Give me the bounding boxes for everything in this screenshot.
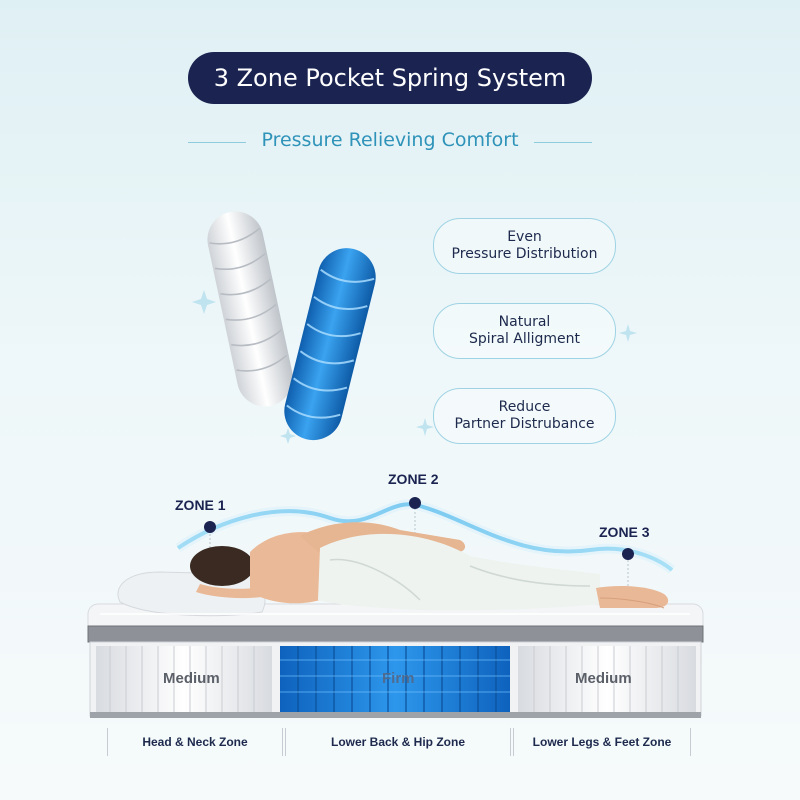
benefit-3-line1: Reduce (498, 399, 551, 415)
subtitle: Pressure Relieving Comfort (261, 129, 519, 151)
zone-area-1: Head & Neck Zone (107, 728, 283, 756)
zone-2-marker (409, 497, 421, 509)
benefit-1-line2: Pressure Distribution (451, 246, 598, 262)
blue-spring-coil-icon (284, 248, 376, 441)
page-title-text: 3 Zone Pocket Spring System (213, 64, 567, 92)
zone-3-label: ZONE 3 (599, 524, 650, 540)
benefit-1-line1: Even (507, 229, 542, 245)
zone-area-2: Lower Back & Hip Zone (285, 728, 511, 756)
zone-1-label: ZONE 1 (175, 497, 226, 513)
benefit-2-line2: Spiral Alligment (468, 331, 581, 347)
benefit-2-line1: Natural (498, 314, 551, 330)
zone-2-label: ZONE 2 (388, 471, 439, 487)
zone-3-marker (622, 548, 634, 560)
subtitle-row: Pressure Relieving Comfort (188, 124, 592, 160)
sparkle-icon (192, 290, 637, 444)
page-title: 3 Zone Pocket Spring System (188, 52, 592, 104)
firmness-label-zone-1: Medium (163, 670, 220, 687)
white-spring-coil-icon (207, 211, 293, 407)
firmness-label-zone-3: Medium (575, 670, 632, 687)
medium-springs-left (96, 646, 272, 712)
sleeping-person-icon (190, 522, 669, 611)
firmness-label-zone-2: Firm (382, 670, 415, 687)
firm-springs (280, 646, 510, 712)
benefit-pill-1: Even Pressure Distribution (433, 218, 616, 274)
subtitle-divider-left (188, 142, 246, 143)
zone-1-marker (204, 521, 216, 533)
benefit-pill-3: Reduce Partner Distrubance (433, 388, 616, 444)
subtitle-divider-right (534, 142, 592, 143)
benefit-3-line2: Partner Distrubance (454, 416, 595, 432)
benefit-pill-2: Natural Spiral Alligment (433, 303, 616, 359)
mattress (87, 603, 704, 718)
medium-springs-right (518, 646, 696, 712)
zone-area-3: Lower Legs & Feet Zone (513, 728, 691, 756)
